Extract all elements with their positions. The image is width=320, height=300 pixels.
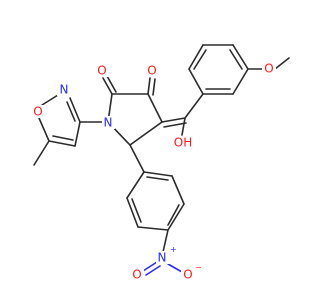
- bond-isox-a-double: [66, 101, 76, 122]
- bond-ar2-inner2: [167, 204, 180, 226]
- bond-ar2-e: [171, 175, 185, 205]
- mask-hydroxyl: [172, 136, 194, 149]
- bond-isox-b: [41, 94, 59, 106]
- bond-c3-o: [147, 77, 151, 95]
- bond-nitro-o-left: [142, 261, 158, 272]
- bond-c3-o-double: [152, 78, 156, 96]
- bond-ar2-b: [126, 197, 139, 228]
- bond-nitro-o-left-double: [145, 265, 161, 276]
- bond-isox-e: [74, 121, 81, 147]
- mask-o-methoxy: [262, 62, 276, 75]
- bond-ar2-inner3: [146, 176, 169, 181]
- mask-o-keto1: [95, 64, 109, 77]
- bond-c4-cexo-double: [163, 122, 187, 128]
- atom-o-isoxazole: O: [33, 105, 42, 119]
- bond-ar2-f: [143, 171, 173, 177]
- mask-n-pyrrolidine: [102, 116, 115, 129]
- mask-n-isoxazole: [57, 83, 70, 96]
- mask-o-nitro-right: [181, 268, 195, 281]
- bond-isox-a: [69, 97, 81, 123]
- bond-layer: [33, 44, 290, 276]
- charge-o-nitro-right: −: [195, 263, 202, 272]
- bond-isox-d: [48, 140, 76, 147]
- bond-ar2-a: [126, 171, 145, 199]
- bond-isox-methyl: [33, 140, 50, 166]
- bond-c2-o-double: [106, 75, 117, 93]
- mask-o-isoxazole: [31, 105, 45, 118]
- bond-c4-c5: [129, 121, 163, 146]
- mask-o-keto2: [145, 64, 159, 77]
- molecule-diagram: O O N N O O OH N + O O −: [31, 44, 290, 282]
- bond-ar2-inner1: [131, 198, 142, 223]
- bond-nitro-o-right: [167, 263, 183, 273]
- bond-ar1-inner2: [229, 49, 243, 70]
- atom-label-layer: O O N N O O OH N + O O −: [31, 62, 276, 282]
- bond-cexo-oh: [181, 117, 186, 136]
- mask-o-nitro-left: [130, 268, 144, 281]
- atom-o-nitro-left: O: [132, 268, 141, 282]
- bond-c4-cexo: [161, 117, 186, 123]
- mask-n-nitro: [156, 251, 170, 264]
- bond-ar2-nitro: [162, 229, 169, 253]
- bond-cexo-ring: [184, 93, 204, 119]
- bond-ar2-c: [137, 226, 169, 231]
- bond-isox-d-double: [52, 135, 74, 141]
- bond-ar1-b: [188, 44, 204, 70]
- bond-c5-ar2: [129, 144, 145, 173]
- atom-n-pyrrolidine: N: [104, 116, 113, 130]
- bond-isox-c: [38, 117, 50, 142]
- bond-ar2-d: [167, 203, 185, 231]
- atom-o-keto2: O: [147, 64, 156, 78]
- atom-hydroxyl: OH: [174, 136, 192, 150]
- bond-ar1-a: [188, 68, 204, 95]
- bond-c2-o: [102, 77, 113, 95]
- bond-ar1-e: [232, 68, 249, 95]
- atom-o-keto1: O: [97, 64, 106, 78]
- bond-ar1-inner1: [193, 49, 207, 70]
- atom-o-methoxy: O: [264, 62, 273, 76]
- atom-n-isoxazole: N: [60, 83, 69, 97]
- bond-ome-ch3: [274, 57, 290, 70]
- charge-n-nitro: +: [170, 245, 177, 254]
- atom-o-nitro-right: O: [183, 268, 192, 282]
- atom-n-nitro: N: [158, 251, 167, 265]
- bond-c3-c4: [147, 93, 163, 123]
- bond-ar1-d: [232, 44, 249, 70]
